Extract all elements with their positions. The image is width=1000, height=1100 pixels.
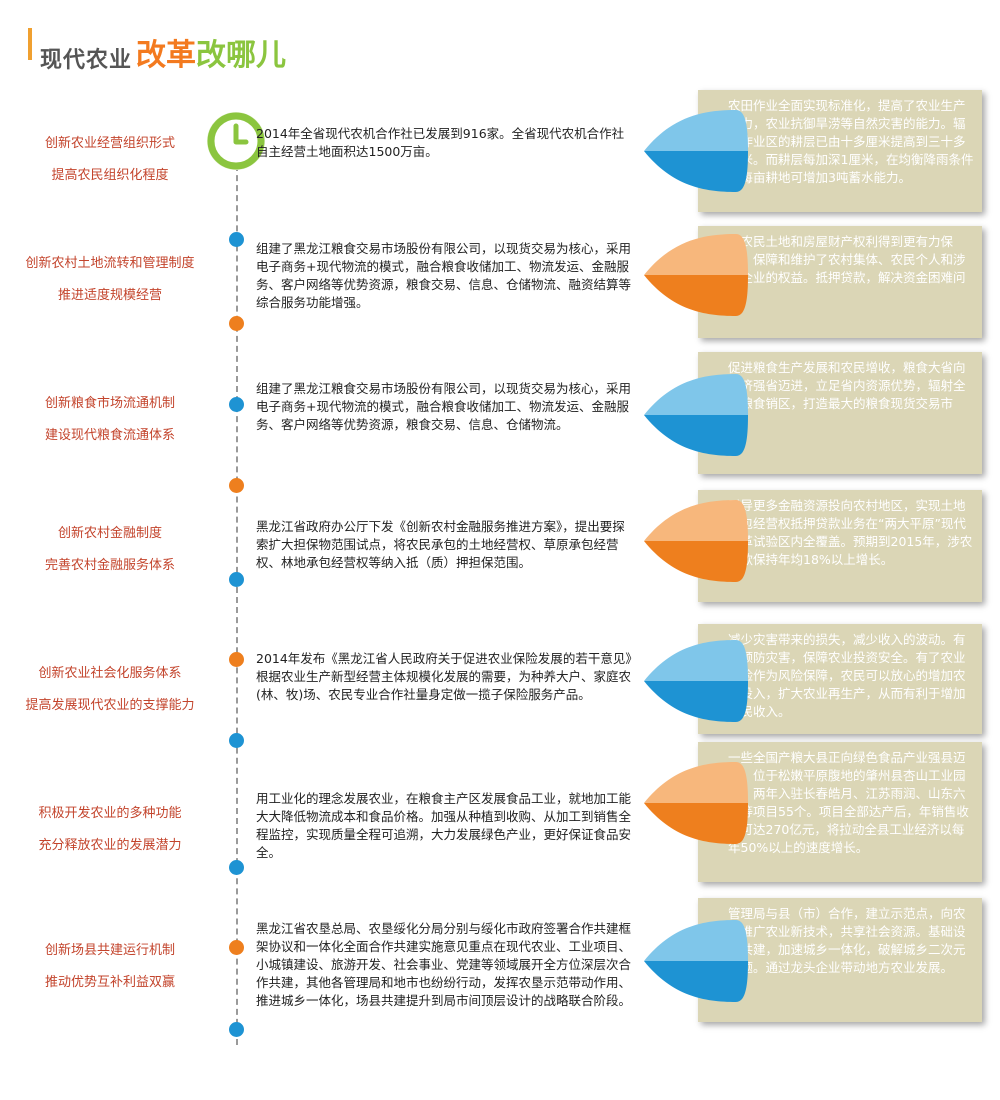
row-label-line: 建设现代粮食流通体系 [44, 428, 175, 443]
timeline-dot-blue [229, 860, 244, 875]
teardrop-blue-icon [644, 110, 748, 192]
teardrop-orange-icon [644, 762, 748, 844]
teardrop-blue-icon [644, 374, 748, 456]
timeline-dot-blue [229, 397, 244, 412]
row-outcome-box: 农田作业全面实现标准化，提高了农业生产能力，农业抗御旱涝等自然灾害的能力。辐射作… [698, 90, 982, 212]
row-label-line: 创新农村金融制度 [57, 526, 162, 541]
row-outcome-box: 减少灾害带来的损失，减少收入的波动。有效预防灾害，保障农业投资安全。有了农业保险… [698, 624, 982, 734]
row-label-line: 创新场县共建运行机制 [44, 943, 175, 958]
row-label-line: 充分释放农业的发展潜力 [38, 838, 182, 853]
row-description: 2014年全省现代农机合作社已发展到916家。全省现代农机合作社自主经营土地面积… [256, 126, 625, 159]
row-label: 积极开发农业的多种功能充分释放农业的发展潜力 [10, 798, 210, 862]
row-label-line: 创新农村土地流转和管理制度 [25, 256, 195, 271]
row-description: 组建了黑龙江粮食交易市场股份有限公司，以现货交易为核心，采用电子商务+现代物流的… [256, 241, 632, 310]
clock-icon [207, 112, 265, 170]
row-label: 创新农业经营组织形式提高农民组织化程度 [10, 128, 210, 192]
row-label: 创新场县共建运行机制推动优势互补利益双赢 [10, 935, 210, 999]
timeline-dot-blue [229, 572, 244, 587]
title-highlight-green: 改哪儿 [196, 38, 287, 73]
teardrop-blue-icon [644, 920, 748, 1002]
row-description: 黑龙江省政府办公厅下发《创新农村金融服务推进方案》，提出要探索扩大担保物范围试点… [256, 519, 625, 570]
timeline-dot-blue [229, 232, 244, 247]
timeline-dot-orange [229, 316, 244, 331]
row-label-line: 创新农业经营组织形式 [44, 136, 175, 151]
title-highlight-red: 改革 [136, 38, 197, 73]
row-label-line: 创新粮食市场流通机制 [44, 396, 175, 411]
row-label: 创新农业社会化服务体系提高发展现代农业的支撑能力 [10, 658, 210, 722]
timeline-dot-orange [229, 652, 244, 667]
timeline-dot-orange [229, 478, 244, 493]
teardrop-orange-icon [644, 234, 748, 316]
row-label-line: 提高发展现代农业的支撑能力 [25, 698, 195, 713]
row-label: 创新粮食市场流通机制建设现代粮食流通体系 [10, 388, 210, 452]
row-description: 组建了黑龙江粮食交易市场股份有限公司，以现货交易为核心，采用电子商务+现代物流的… [256, 381, 632, 432]
row-description: 2014年发布《黑龙江省人民政府关于促进农业保险发展的若干意见》根据农业生产新型… [256, 651, 632, 702]
page-title: 现代农业改革改哪儿 [40, 30, 286, 74]
timeline-dot-orange [229, 940, 244, 955]
row-label-line: 完善农村金融服务体系 [44, 558, 175, 573]
row-label-line: 推进适度规模经营 [57, 288, 162, 303]
row-outcome-box: 引导更多金融资源投向农村地区，实现土地承包经营权抵押贷款业务在“两大平原”现代改… [698, 490, 982, 602]
row-label-line: 积极开发农业的多种功能 [38, 806, 182, 821]
title-prefix: 现代农业 [40, 48, 133, 73]
timeline-dot-blue [229, 1022, 244, 1037]
timeline-dot-blue [229, 733, 244, 748]
timeline-line [236, 155, 238, 1045]
row-description: 用工业化的理念发展农业，在粮食主产区发展食品工业，就地加工能大大降低物流成本和食… [256, 791, 632, 860]
row-label-line: 创新农业社会化服务体系 [38, 666, 182, 681]
row-label-line: 推动优势互补利益双赢 [44, 975, 175, 990]
header-accent-bar [28, 28, 32, 60]
row-label: 创新农村金融制度完善农村金融服务体系 [10, 518, 210, 582]
teardrop-orange-icon [644, 500, 748, 582]
teardrop-blue-icon [644, 640, 748, 722]
row-label-line: 提高农民组织化程度 [51, 168, 169, 183]
row-description: 黑龙江省农垦总局、农垦绥化分局分别与绥化市政府签署合作共建框架协议和一体化全面合… [256, 921, 632, 1008]
row-label: 创新农村土地流转和管理制度推进适度规模经营 [10, 248, 210, 312]
